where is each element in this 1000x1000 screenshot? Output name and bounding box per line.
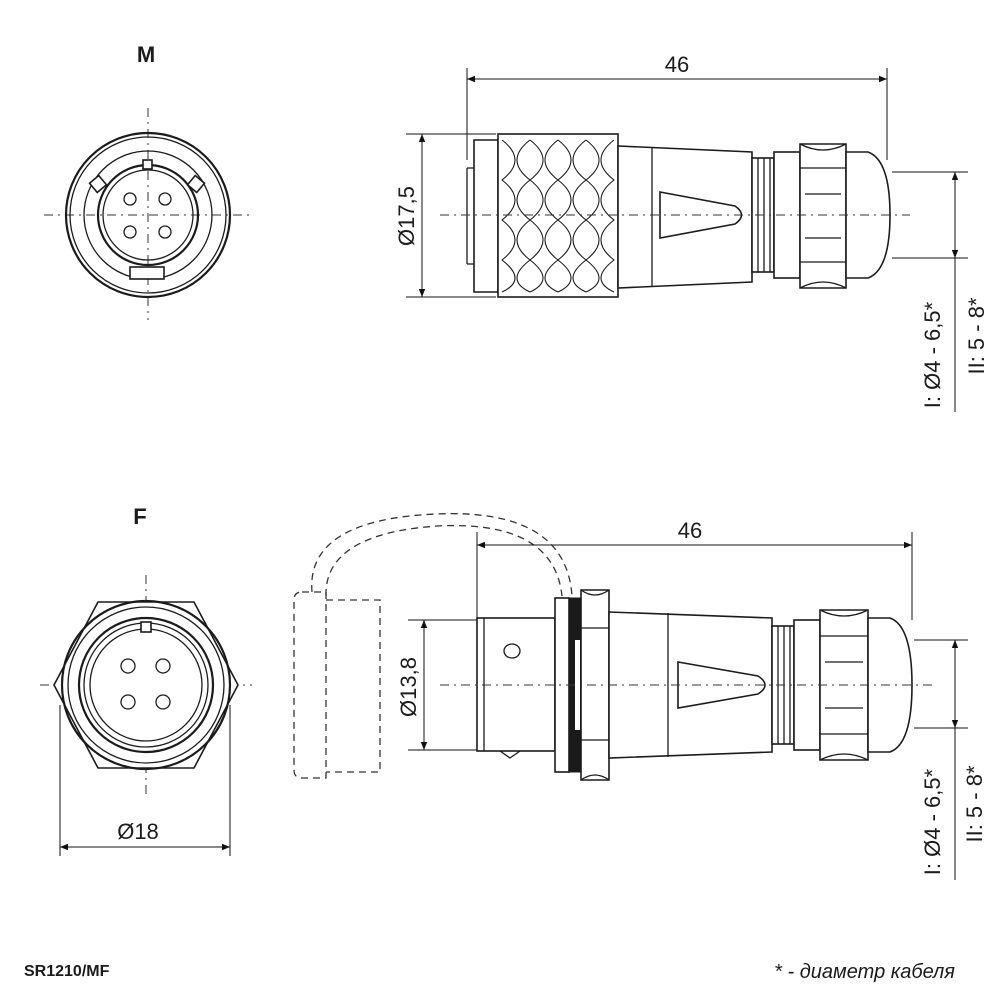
male-cable-range-1: I: Ø4 - 6,5* (920, 301, 945, 408)
female-diameter-dim: Ø13,8 (396, 657, 421, 717)
pin-2 (158, 192, 172, 206)
female-cable-range-1: I: Ø4 - 6,5* (920, 768, 945, 875)
female-cable-range-2: II: 5 - 8* (962, 765, 987, 842)
part-number: SR1210/MF (24, 963, 110, 980)
pin-4 (158, 225, 172, 239)
male-diameter-dim: Ø17,5 (394, 186, 419, 246)
male-length-dim: 46 (665, 52, 689, 77)
female-flange-diameter-dim: Ø18 (117, 819, 159, 844)
dust-cap-outline (293, 512, 573, 779)
pin-1 (123, 192, 137, 206)
male-front-view: M (44, 42, 252, 320)
socket-2 (155, 658, 171, 674)
female-side-view: 46 Ø13,8 (293, 512, 987, 880)
male-side-view: 46 Ø17,5 (394, 52, 989, 412)
male-view-label: M (137, 42, 155, 67)
socket-3 (120, 694, 136, 710)
socket-1 (120, 658, 136, 674)
female-view-label: F (133, 504, 146, 529)
knurl-pattern (501, 139, 615, 293)
female-front-view: F Ø18 (40, 504, 252, 856)
female-length-dim: 46 (678, 518, 702, 543)
male-cable-range-2: II: 5 - 8* (964, 297, 989, 374)
socket-4 (155, 694, 171, 710)
pin-3 (123, 225, 137, 239)
cable-diameter-footnote: * - диаметр кабеля (774, 961, 955, 983)
